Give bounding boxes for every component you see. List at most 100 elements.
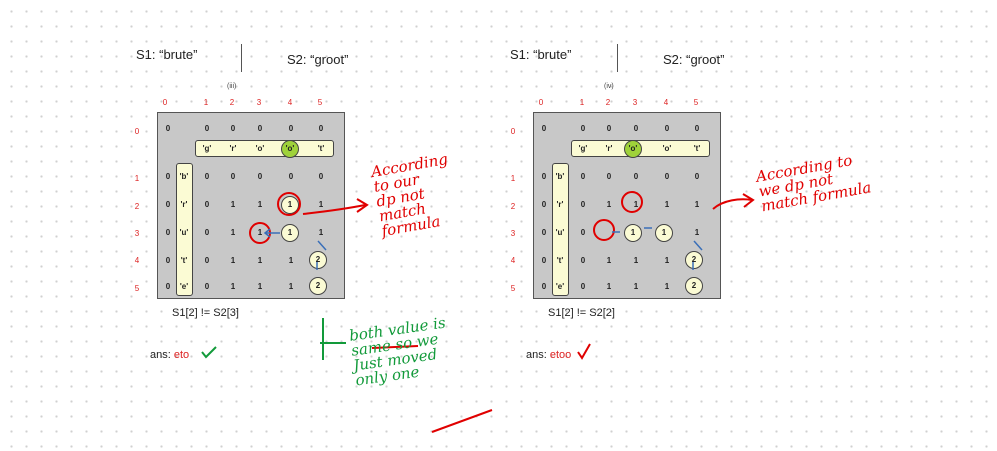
col-index: 3 (632, 98, 638, 107)
dp-cell: 0 (204, 282, 210, 291)
s1-char: 'e' (179, 282, 189, 291)
row-index: 2 (510, 202, 516, 211)
s1-char: 'r' (556, 200, 564, 209)
dp-cell-highlight: 2 (685, 277, 703, 295)
s2-char: 't' (693, 144, 701, 153)
s1-char: 't' (556, 256, 564, 265)
answer-value: eto (173, 349, 190, 361)
dp-cell: 0 (580, 256, 586, 265)
dp-cell: 0 (580, 282, 586, 291)
answer-label: ans: (526, 349, 547, 361)
s2-char: 'g' (202, 144, 212, 153)
s1-label: S1: “brute” (510, 47, 572, 62)
dp-cell: 0 (318, 172, 324, 181)
row-index: 1 (510, 174, 516, 183)
dp-cell: 0 (288, 124, 294, 133)
dp-cell: 0 (165, 228, 171, 237)
dp-cell: 1 (606, 256, 612, 265)
s2-char: 'r' (605, 144, 613, 153)
dp-cell-highlight: 1 (281, 224, 299, 242)
dp-cell: 1 (664, 256, 670, 265)
row-index: 1 (134, 174, 140, 183)
row-index: 0 (510, 127, 516, 136)
dp-cell: 1 (318, 200, 324, 209)
comparison-caption: S1[2] != S2[3] (172, 307, 239, 319)
handwritten-note-right-red: According to we dp not match formula (754, 151, 873, 216)
green-check (201, 346, 217, 359)
answer-line: ans: eto (150, 349, 189, 361)
s1-char-column (176, 163, 193, 296)
col-index: 1 (203, 98, 209, 107)
dp-cell: 0 (664, 172, 670, 181)
s2-char-row (195, 140, 334, 157)
dp-cell: 1 (257, 282, 263, 291)
dp-cell: 0 (606, 124, 612, 133)
s1-char: 't' (180, 256, 188, 265)
s1-char: 'e' (555, 282, 565, 291)
dp-cell: 0 (580, 172, 586, 181)
dp-cell: 1 (606, 282, 612, 291)
handwritten-note-left-green: both value is same so we Just moved only… (348, 313, 447, 390)
s2-char: 'o' (255, 144, 265, 153)
row-index: 5 (134, 284, 140, 293)
highlighted-char: 'o' (281, 140, 299, 158)
dp-cell: 0 (230, 172, 236, 181)
red-arrow-head (742, 193, 755, 208)
dp-cell: 0 (606, 172, 612, 181)
dp-cell: 0 (318, 124, 324, 133)
col-index: 0 (162, 98, 168, 107)
dp-cell: 1 (633, 282, 639, 291)
dp-cell-highlight: 2 (309, 277, 327, 295)
row-index: 4 (134, 256, 140, 265)
red-underline (431, 409, 493, 433)
dp-cell: 1 (633, 256, 639, 265)
dp-cell: 0 (580, 200, 586, 209)
col-index: 5 (693, 98, 699, 107)
s1-char: 'u' (179, 228, 189, 237)
dp-cell: 1 (606, 200, 612, 209)
answer-line: ans: etoo (526, 349, 571, 361)
dp-cell: 0 (541, 282, 547, 291)
dp-cell: 1 (288, 256, 294, 265)
dp-cell: 1 (230, 228, 236, 237)
dp-cell: 0 (204, 200, 210, 209)
dp-cell: 0 (541, 228, 547, 237)
dp-cell-highlight: 1 (655, 224, 673, 242)
dp-cell: 0 (165, 200, 171, 209)
s1-char: 'u' (555, 228, 565, 237)
dp-cell: 0 (580, 228, 586, 237)
highlighted-char: 'o' (624, 140, 642, 158)
s1-char: 'r' (180, 200, 188, 209)
s2-char: 't' (317, 144, 325, 153)
s2-char: 'r' (229, 144, 237, 153)
dp-cell: 0 (694, 172, 700, 181)
red-arrow-head (356, 198, 369, 213)
dp-cell: 1 (257, 228, 263, 237)
dp-cell-highlight: 2 (685, 251, 703, 269)
comparison-caption: S1[2] != S2[2] (548, 307, 615, 319)
dp-cell: 0 (204, 172, 210, 181)
dp-cell: 1 (257, 200, 263, 209)
answer-label: ans: (150, 349, 171, 361)
divider (617, 44, 618, 72)
row-index: 0 (134, 127, 140, 136)
dp-cell: 0 (204, 256, 210, 265)
dp-cell: 0 (541, 200, 547, 209)
s1-char-column (552, 163, 569, 296)
dp-cell-highlight: 1 (624, 224, 642, 242)
row-index: 2 (134, 202, 140, 211)
dp-cell: 0 (288, 172, 294, 181)
col-index: 5 (317, 98, 323, 107)
pane-tag: (iv) (604, 83, 614, 90)
row-index: 3 (134, 229, 140, 238)
handwritten-note-left-red: According to our dp not match formula (369, 149, 450, 241)
s1-label: S1: “brute” (136, 47, 198, 62)
answer-value: etoo (549, 349, 572, 361)
dp-cell-highlight: 2 (309, 251, 327, 269)
dp-cell: 1 (694, 228, 700, 237)
dp-cell: 1 (664, 200, 670, 209)
dp-cell: 0 (165, 124, 171, 133)
dp-cell: 0 (165, 172, 171, 181)
dp-cell-highlight: 1 (281, 196, 299, 214)
